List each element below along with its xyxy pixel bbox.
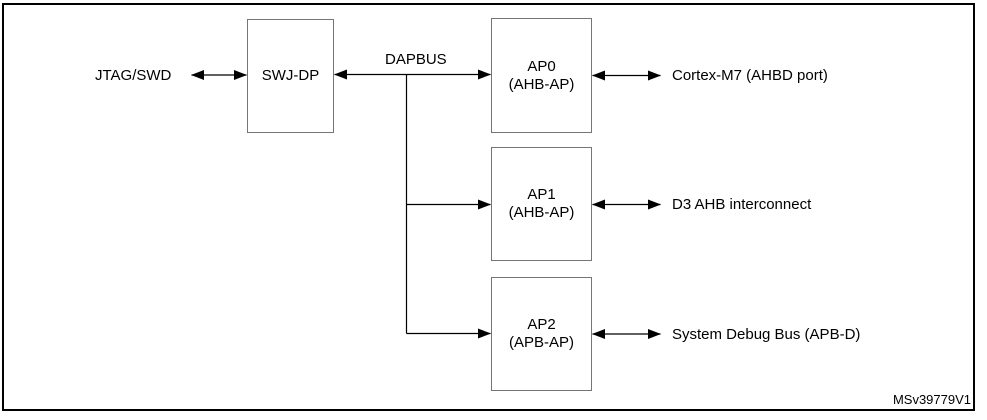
block-ap0: AP0 (AHB-AP) <box>491 18 592 133</box>
figure-watermark: MSv39779V1 <box>892 392 971 407</box>
block-ap0-label-line1: AP0 <box>527 57 556 75</box>
block-ap2-label-line2: (APB-AP) <box>508 334 574 351</box>
block-ap2-label-line1: AP2 <box>527 316 556 333</box>
block-ap1: AP1 (AHB-AP) <box>491 147 592 261</box>
block-ap2: AP2 (APB-AP) <box>491 277 592 391</box>
block-ap1-label-line2: (AHB-AP) <box>508 204 575 221</box>
label-system-debug-bus: System Debug Bus (APB-D) <box>672 326 861 343</box>
label-d3-ahb-interconnect: D3 AHB interconnect <box>672 196 812 213</box>
figure-frame <box>2 3 975 411</box>
label-dapbus: DAPBUS <box>385 51 447 68</box>
label-jtag-swd: JTAG/SWD <box>95 67 172 84</box>
block-ap0-label-line2: (AHB-AP) <box>508 75 575 93</box>
block-swj-dp-label: SWJ-DP <box>261 67 320 84</box>
label-cortex-m7: Cortex-M7 (AHBD port) <box>672 67 828 84</box>
block-swj-dp: SWJ-DP <box>247 19 334 133</box>
block-ap1-label-line1: AP1 <box>527 186 556 203</box>
